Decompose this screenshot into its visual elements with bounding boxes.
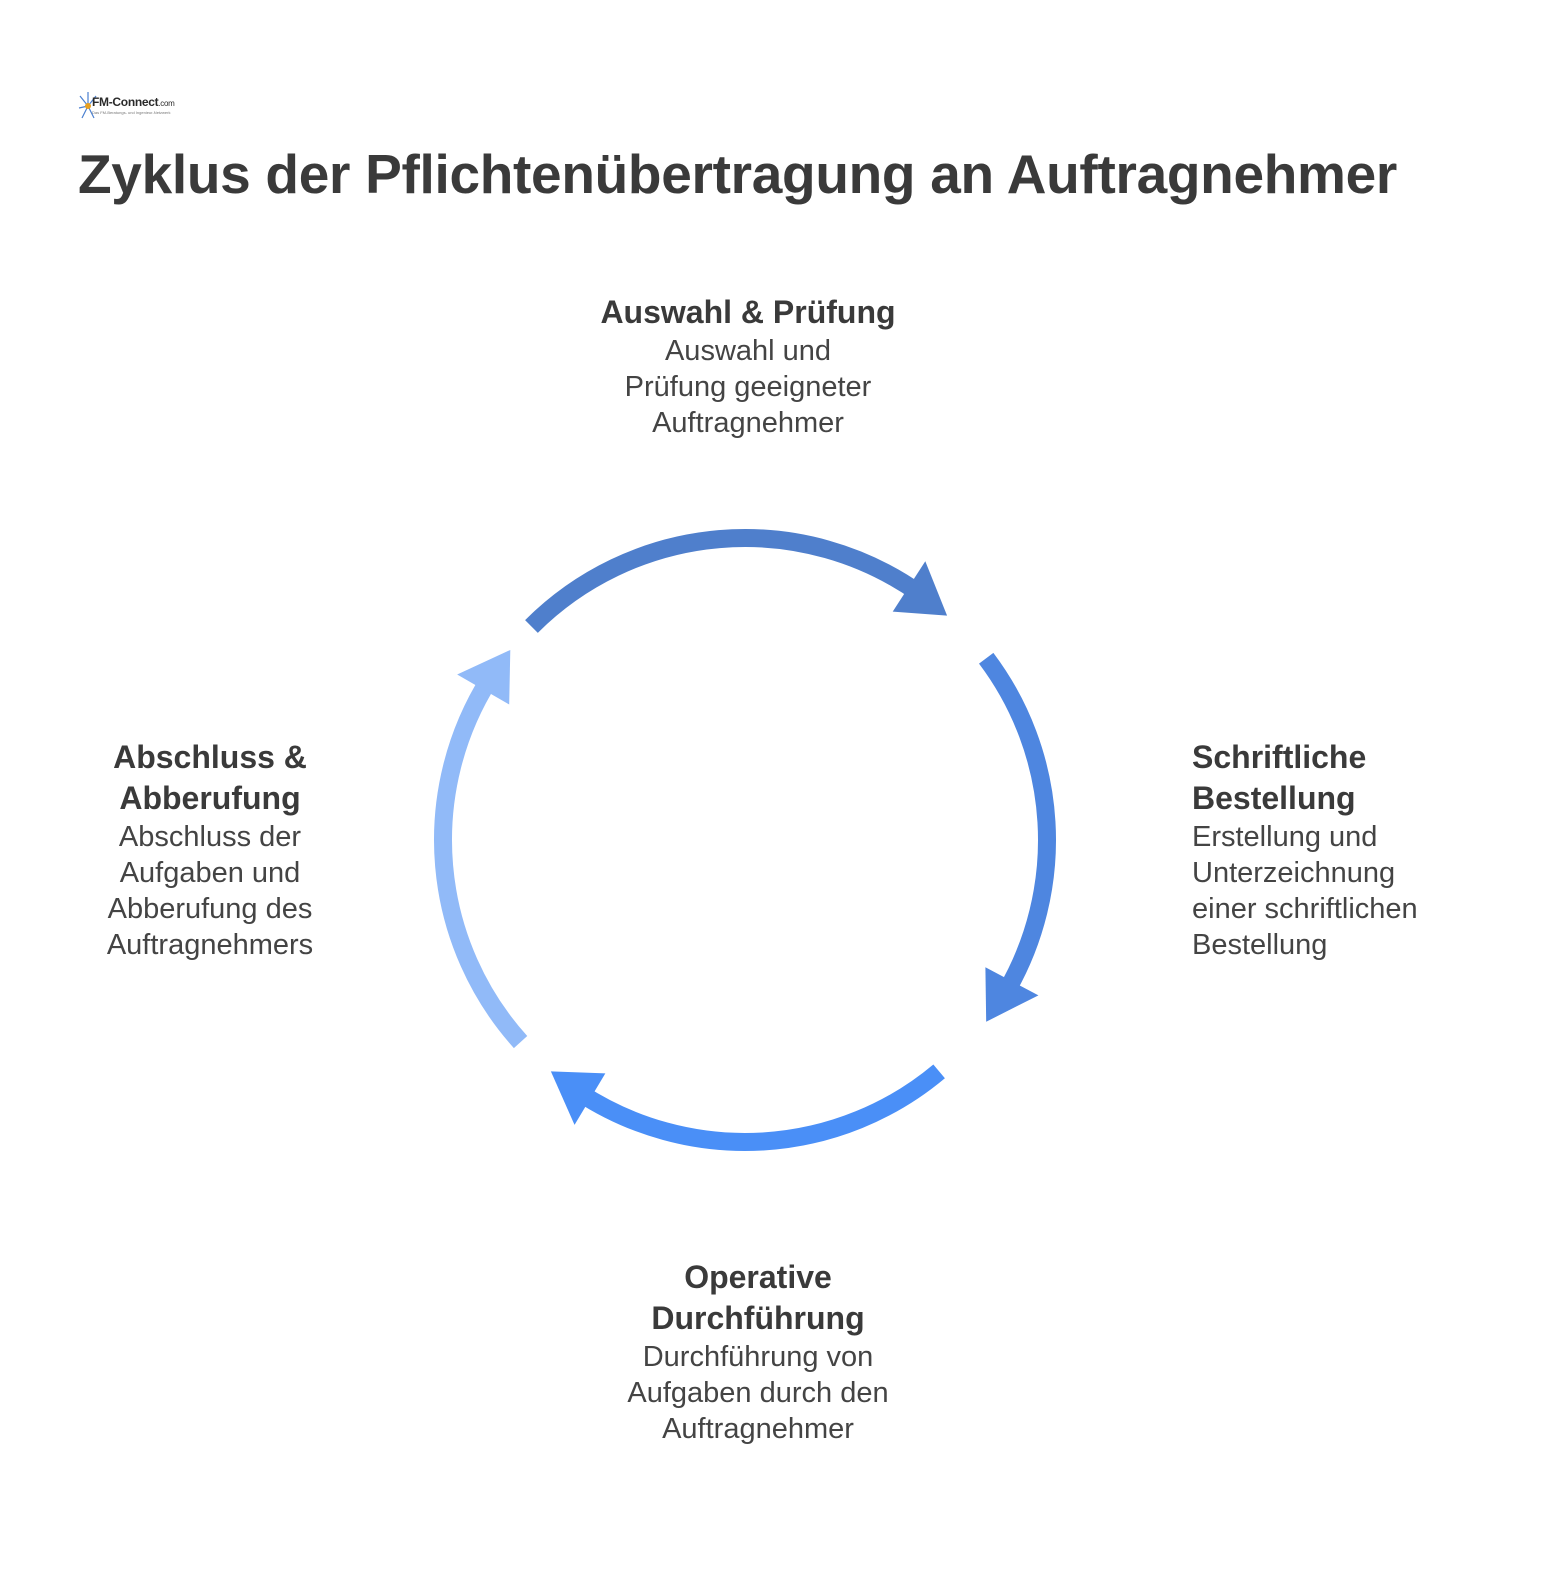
arrow-left xyxy=(434,649,528,1049)
arrow-top-head xyxy=(892,561,948,616)
arrow-right-head xyxy=(985,967,1039,1022)
step-title-line: Abschluss & xyxy=(113,739,307,775)
step-description-line: Aufgaben und xyxy=(119,857,301,889)
step-description-line: Prüfung geeigneter xyxy=(624,371,872,403)
step-description-line: Erstellung und xyxy=(1192,821,1378,853)
arrow-left-shaft xyxy=(434,674,528,1049)
arrow-bottom-head xyxy=(550,1071,606,1125)
step-title: Abschluss & Abberufung xyxy=(60,737,360,819)
step-title-line: Durchführung xyxy=(651,1300,865,1336)
step-description-line: Unterzeichnung xyxy=(1192,857,1396,889)
step-description-line: einer schriftlichen xyxy=(1192,893,1418,925)
step-title-line: Schriftliche xyxy=(1192,739,1367,775)
step-description-line: Aufgaben durch den xyxy=(627,1377,889,1409)
step-description-line: Durchführung von xyxy=(642,1341,874,1373)
arrow-top xyxy=(525,529,948,633)
step-description-line: Abschluss der xyxy=(118,821,302,853)
step-description-line: Bestellung xyxy=(1192,929,1328,961)
arrow-right xyxy=(978,652,1056,1022)
step-description-line: Auftragnehmers xyxy=(106,929,314,961)
step-title-line: Auswahl & Prüfung xyxy=(600,294,896,330)
logo-wordmark: FM-Connect.com xyxy=(92,95,175,109)
step-description-line: Auswahl und xyxy=(664,335,832,367)
step-description-line: Abberufung des xyxy=(107,893,313,925)
step-title-line: Abberufung xyxy=(119,780,301,816)
arrow-right-shaft xyxy=(978,652,1056,997)
logo: FM-Connect.com Das FM-Beratungs- und Ing… xyxy=(78,88,175,124)
step-title-line: Operative xyxy=(684,1259,832,1295)
logo-tagline: Das FM-Beratungs- und Ingenieur-Netzwerk xyxy=(92,110,171,115)
arrow-bottom-shaft xyxy=(574,1064,945,1151)
step-description-line: Auftragnehmer xyxy=(662,1413,854,1445)
step-title-line: Bestellung xyxy=(1192,780,1356,816)
arrow-top-shaft xyxy=(525,529,925,633)
page-title: Zyklus der Pflichtenübertragung an Auftr… xyxy=(78,143,1398,205)
logo-burst-icon xyxy=(78,92,97,119)
arrow-left-head xyxy=(457,649,511,705)
arrow-bottom xyxy=(550,1064,945,1151)
step-description-line: Auftragnehmer xyxy=(652,407,844,439)
step-title: Auswahl & Prüfung xyxy=(560,292,936,333)
